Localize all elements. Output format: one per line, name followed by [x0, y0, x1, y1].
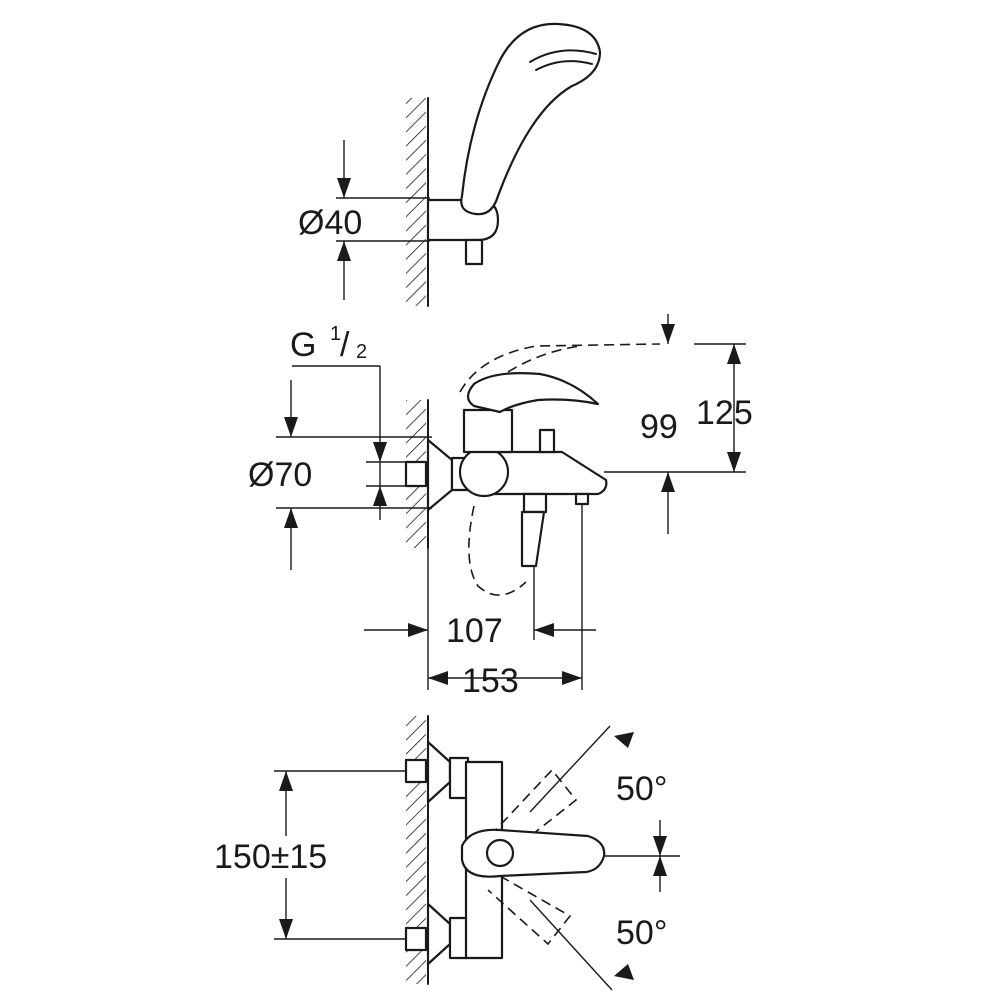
mixer-body-round	[458, 446, 510, 498]
cartridge-housing	[462, 408, 514, 454]
label-thread-slash: /	[340, 326, 350, 364]
lower-flange	[426, 902, 452, 966]
dim-arrow-d70-down	[284, 508, 298, 528]
lever-up-ghost	[489, 768, 578, 861]
hand-shower	[460, 22, 602, 216]
diverter-knob	[538, 428, 556, 454]
hose-loop	[468, 505, 527, 596]
label-thread-sub: 2	[356, 341, 367, 363]
label-height-125: 125	[696, 394, 753, 432]
angle-down-line	[529, 899, 613, 991]
label-bg-150	[212, 836, 358, 878]
angle-down-arrow-bottom	[614, 964, 634, 980]
dim-150-arrow-bottom	[279, 919, 293, 939]
dim-arrow-head-down	[337, 241, 351, 261]
label-spacing-150: 150±15	[214, 838, 327, 876]
lever-front	[460, 828, 606, 878]
shower-head-face-inner	[535, 60, 593, 71]
angle-up-arrow-top	[614, 732, 634, 748]
dim-125-arrow-bottom	[727, 452, 741, 472]
label-depth-153: 153	[462, 662, 519, 700]
lever-upper-outline	[507, 345, 581, 373]
dim-99-arrow-top	[661, 324, 675, 344]
mixer-side-view: Ø70 G 1 / 2 125 99 107 153	[248, 314, 753, 700]
hose-fitting	[522, 492, 548, 514]
hose-threads	[520, 510, 546, 568]
s-union-nut	[404, 460, 428, 488]
upper-union-nut	[404, 758, 428, 784]
lever-handle	[466, 372, 600, 414]
label-angle-up: 50°	[616, 770, 667, 808]
dim-thread-arrow-down	[373, 442, 387, 462]
dim-107-arrow-left	[408, 623, 428, 637]
dim-107-arrow-right	[534, 623, 554, 637]
lever-down-ghost	[487, 875, 572, 946]
dim-arrow-d70-up	[284, 417, 298, 437]
dim-thread-arrow-up	[373, 486, 387, 506]
label-thread-g: G	[290, 326, 316, 364]
label-angle-down: 50°	[616, 914, 667, 952]
label-thread-sup: 1	[330, 323, 341, 345]
lever-upper-position	[459, 343, 661, 393]
angle-up-line	[529, 725, 611, 813]
label-height-99: 99	[640, 408, 678, 446]
wall-flange	[426, 438, 454, 512]
label-diameter-70: Ø70	[248, 456, 312, 494]
dim-153-arrow-right	[562, 671, 582, 685]
dim-153-arrow-left	[428, 671, 448, 685]
dim-99-arrow-bottom	[661, 472, 675, 492]
spout-outlet	[574, 492, 590, 506]
mixer-front-view: 50° 50° 150±15	[212, 715, 680, 991]
label-depth-107: 107	[446, 612, 503, 650]
dim-150-arrow-top	[279, 771, 293, 791]
wall-hatch-top	[406, 98, 426, 306]
dim-arrow-head-up	[337, 178, 351, 198]
shower-holder-view: Ø40	[298, 22, 602, 307]
label-diameter-40: Ø40	[298, 204, 362, 242]
lower-union-nut	[404, 926, 428, 952]
shower-head-face	[529, 49, 597, 63]
lever-cap	[485, 838, 515, 868]
upper-flange	[426, 740, 452, 804]
hose-connector	[464, 238, 484, 266]
dim-125-arrow-top	[727, 344, 741, 364]
